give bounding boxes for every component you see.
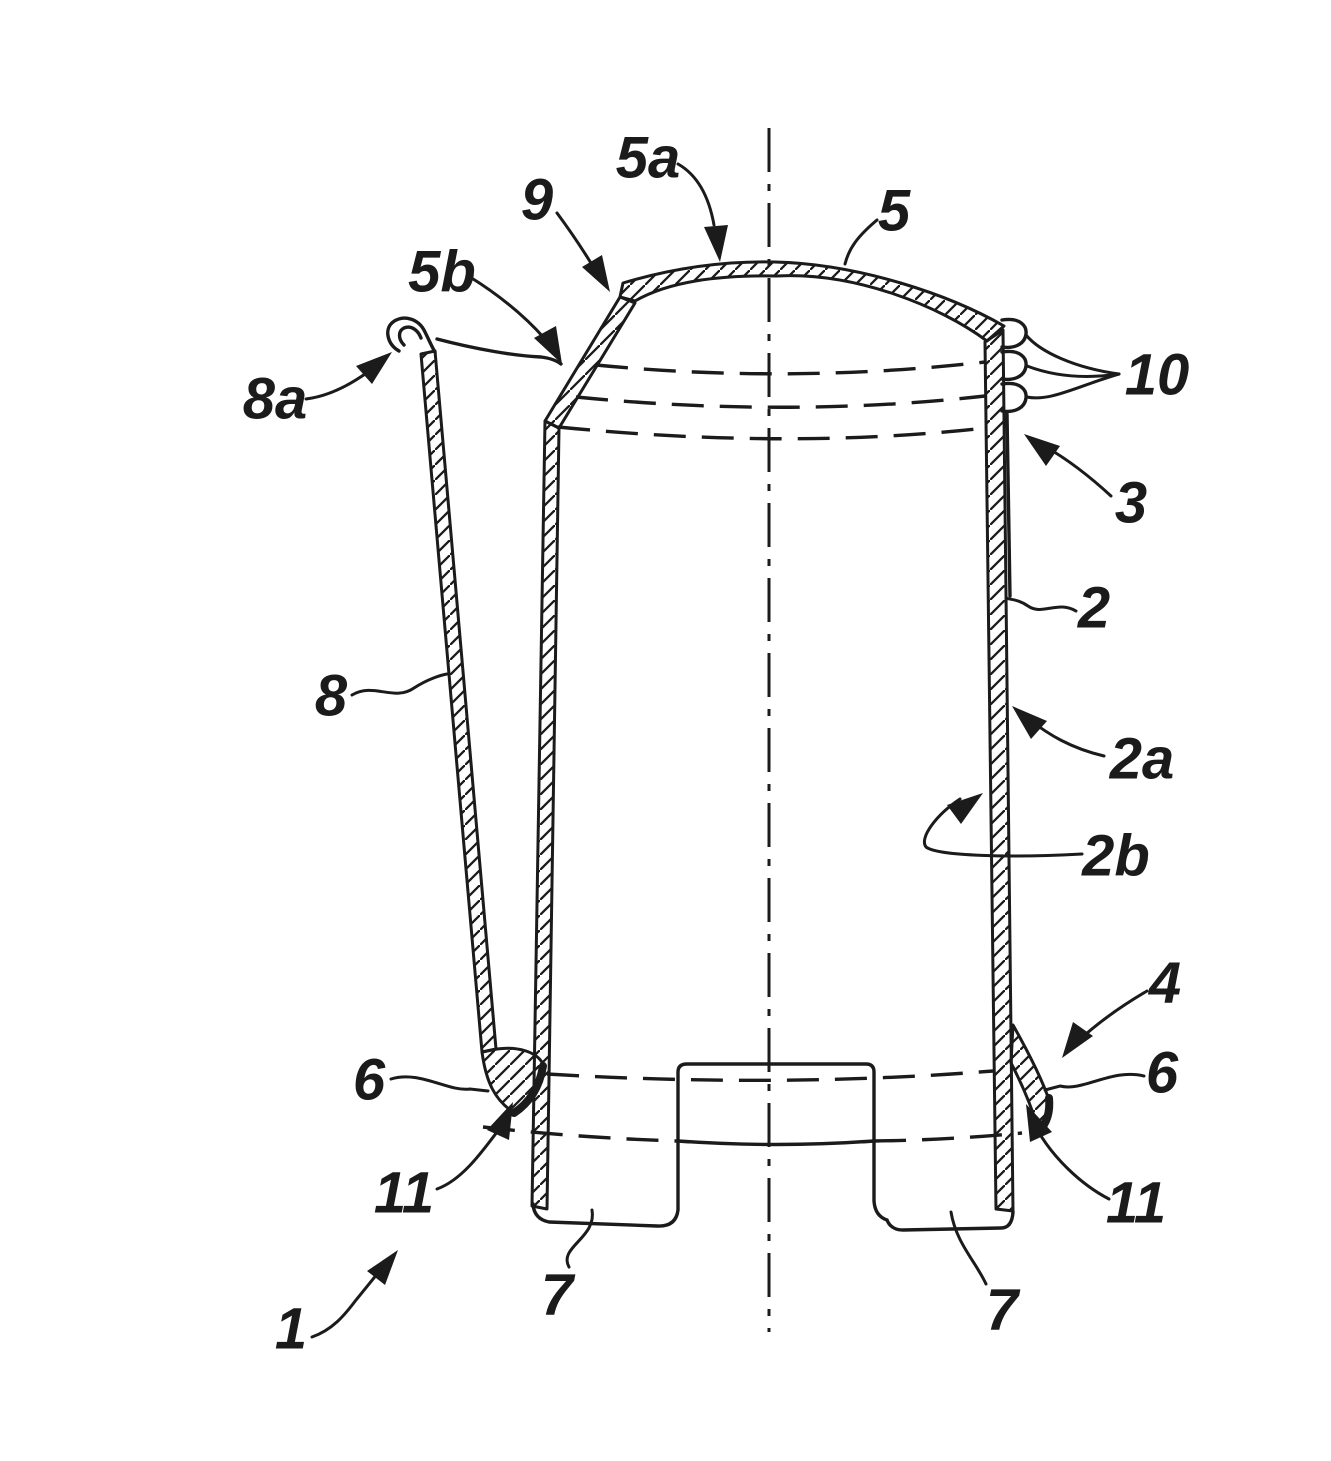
right-wall-section — [983, 328, 1015, 1213]
label-2: 2 — [1077, 576, 1110, 641]
hidden-base-line-upper — [546, 1069, 994, 1083]
leader-2 — [1004, 596, 1078, 613]
label-8: 8 — [315, 664, 348, 729]
arrowhead-11-right — [1026, 1104, 1052, 1142]
legs-outline — [531, 1062, 1015, 1232]
label-5: 5 — [878, 179, 911, 244]
label-10: 10 — [1125, 343, 1190, 408]
outer-skirt-section-8 — [419, 349, 498, 1054]
rib-3 — [1000, 381, 1028, 414]
arrowhead-5a — [704, 225, 728, 262]
arrowhead-11-left — [487, 1102, 513, 1140]
leader-11-right — [1036, 1129, 1111, 1201]
hidden-base-line-lower-left — [482, 1125, 679, 1143]
leader-8a — [304, 367, 374, 401]
arrowhead-2a — [1012, 706, 1047, 739]
skirt-rim-curve — [435, 337, 563, 366]
label-5a: 5a — [616, 126, 681, 191]
arrowhead-5b — [534, 326, 562, 364]
leader-11-left — [435, 1126, 502, 1191]
leader-7-right — [949, 1210, 988, 1286]
leader-10-upper — [1024, 333, 1121, 376]
leader-10-lower — [1025, 372, 1121, 400]
arrowhead-9 — [582, 255, 610, 292]
leader-5b — [468, 275, 547, 341]
label-2a: 2a — [1109, 727, 1175, 792]
leader-1 — [310, 1266, 384, 1339]
skirt-hook-outer — [386, 316, 437, 354]
label-9: 9 — [521, 168, 553, 233]
label-11-left: 11 — [374, 1161, 434, 1226]
left-foot-lip — [510, 1062, 547, 1117]
leader-10-middle — [1025, 364, 1121, 378]
leader-2b — [923, 797, 1084, 858]
rib-1 — [1000, 317, 1028, 350]
inner-left-wall-section — [530, 419, 561, 1211]
arrowhead-2b — [947, 793, 983, 824]
arrowhead-3 — [1024, 434, 1060, 466]
arrowhead-4 — [1062, 1022, 1093, 1058]
skirt-hook-inner — [397, 325, 423, 347]
hidden-thread-line-1 — [595, 360, 986, 376]
leader-9 — [555, 211, 596, 270]
label-6-right: 6 — [1146, 1041, 1179, 1106]
label-1: 1 — [275, 1297, 307, 1362]
label-2b: 2b — [1081, 824, 1150, 889]
label-7-right: 7 — [986, 1278, 1021, 1343]
base-rim-visible-line — [676, 1139, 876, 1147]
rib-2 — [1000, 349, 1028, 382]
leader-6-left — [389, 1075, 490, 1093]
arrowhead-8a — [356, 352, 392, 384]
label-6-left: 6 — [353, 1048, 386, 1113]
rim-overlap-line — [1005, 412, 1012, 598]
label-3: 3 — [1115, 471, 1147, 536]
arrowhead-1 — [367, 1250, 398, 1285]
leader-5a — [676, 162, 716, 227]
label-8a: 8a — [243, 367, 308, 432]
leader-5 — [843, 218, 879, 266]
hidden-base-line-lower-right — [873, 1131, 1023, 1143]
label-7-left: 7 — [541, 1263, 576, 1328]
label-11-right: 11 — [1106, 1171, 1166, 1236]
label-4: 4 — [1148, 951, 1181, 1016]
hidden-thread-line-3 — [557, 425, 986, 441]
hidden-thread-line-2 — [575, 394, 986, 409]
cap-dome-section — [618, 260, 1006, 343]
leader-7-left — [565, 1208, 594, 1269]
label-5b: 5b — [408, 240, 476, 305]
leader-3 — [1044, 445, 1113, 498]
leader-8 — [350, 672, 449, 697]
leader-6-right — [1043, 1072, 1146, 1092]
